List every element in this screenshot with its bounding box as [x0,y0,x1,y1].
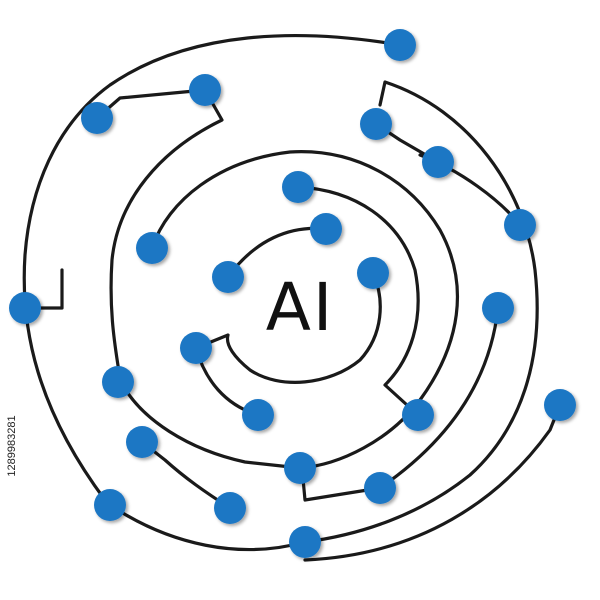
circuit-node-icon [189,74,221,106]
circuit-node-icon [242,399,274,431]
circuit-node-icon [284,452,316,484]
circuit-node-icon [402,399,434,431]
circuit-trace [95,88,207,120]
circuit-trace [109,88,224,382]
circuit-node-icon [364,472,396,504]
circuit-node-icon [482,292,514,324]
circuit-trace [303,80,539,544]
ai-label: AI [265,269,335,346]
circuit-node-icon [360,108,392,140]
circuit-node-icon [9,292,41,324]
circuit-trace [108,503,307,552]
circuit-node-icon [180,332,212,364]
circuit-trace [303,403,562,562]
circuit-trace [140,440,232,510]
circuit-node-icon [310,213,342,245]
stock-image-id: 1289983281 [6,415,18,477]
circuit-node-icon [212,261,244,293]
circuit-node-icon [94,489,126,521]
circuit-node-icon [81,102,113,134]
circuit-node-icon [504,209,536,241]
circuit-node-icon [126,426,158,458]
circuit-node-icon [384,29,416,61]
circuit-trace [296,185,420,417]
circuit-node-icon [136,232,168,264]
circuit-node-icon [214,492,246,524]
circuit-node-icon [357,257,389,289]
circuit-node-icon [282,171,314,203]
circuit-nodes [9,29,576,558]
circuit-trace [22,33,402,502]
circuit-trace [194,271,382,384]
circuit-node-icon [544,389,576,421]
circuit-node-icon [422,146,454,178]
circuit-node-icon [289,526,321,558]
circuit-trace [118,378,302,470]
circuit-node-icon [102,366,134,398]
circuit-trace [150,150,459,470]
